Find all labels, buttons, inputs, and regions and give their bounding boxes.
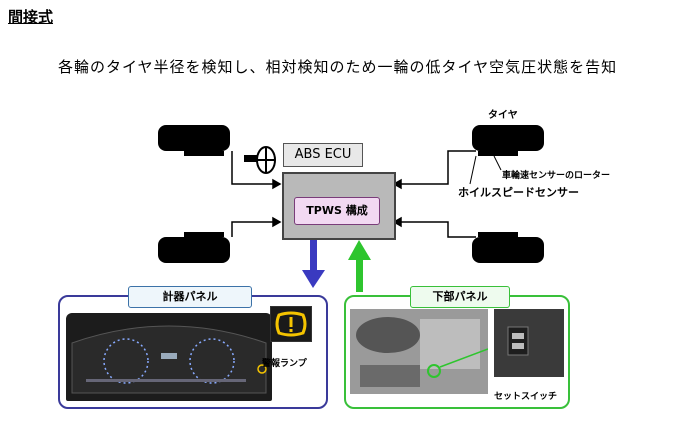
subtitle: 各輪のタイヤ半径を検知し、相対検知のため一輪の低タイヤ空気圧状態を告知 (58, 58, 618, 76)
set-switch-label: セットスイッチ (494, 392, 558, 402)
wheel-rear-right (472, 232, 544, 263)
wheel-rear-left (158, 232, 230, 263)
rotor-label: 車輪速センサーのローター (502, 171, 611, 181)
arrow-from-lower-panel (348, 240, 371, 292)
rotor-callout-line (493, 155, 502, 171)
wheel-front-left (158, 125, 230, 156)
sensor-lines (231, 150, 476, 238)
set-switch-photo (494, 309, 564, 377)
tpms-warning-icon (270, 306, 312, 342)
lower-panel-tab: 下部パネル (410, 286, 510, 308)
ecu-box: TPWS 構成 (282, 172, 396, 240)
heading: 間接式 (8, 8, 54, 26)
meter-panel-tab: 計器パネル (128, 286, 252, 308)
tpws-config-label: TPWS 構成 (294, 197, 380, 225)
dashboard-image (66, 313, 272, 401)
wheel-front-right (472, 125, 544, 156)
wheel-speed-sensor-label: ホイルスピードセンサー (458, 186, 579, 199)
abs-ecu-label: ABS ECU (283, 143, 363, 167)
arrow-to-meter-panel (302, 238, 325, 288)
steering-wheel-icon (244, 146, 276, 174)
tire-label: タイヤ (488, 110, 518, 121)
warning-lamp-label: 警報ランプ (262, 359, 307, 369)
lower-panel-photo (350, 309, 489, 394)
sensor-callout-line (469, 155, 477, 185)
